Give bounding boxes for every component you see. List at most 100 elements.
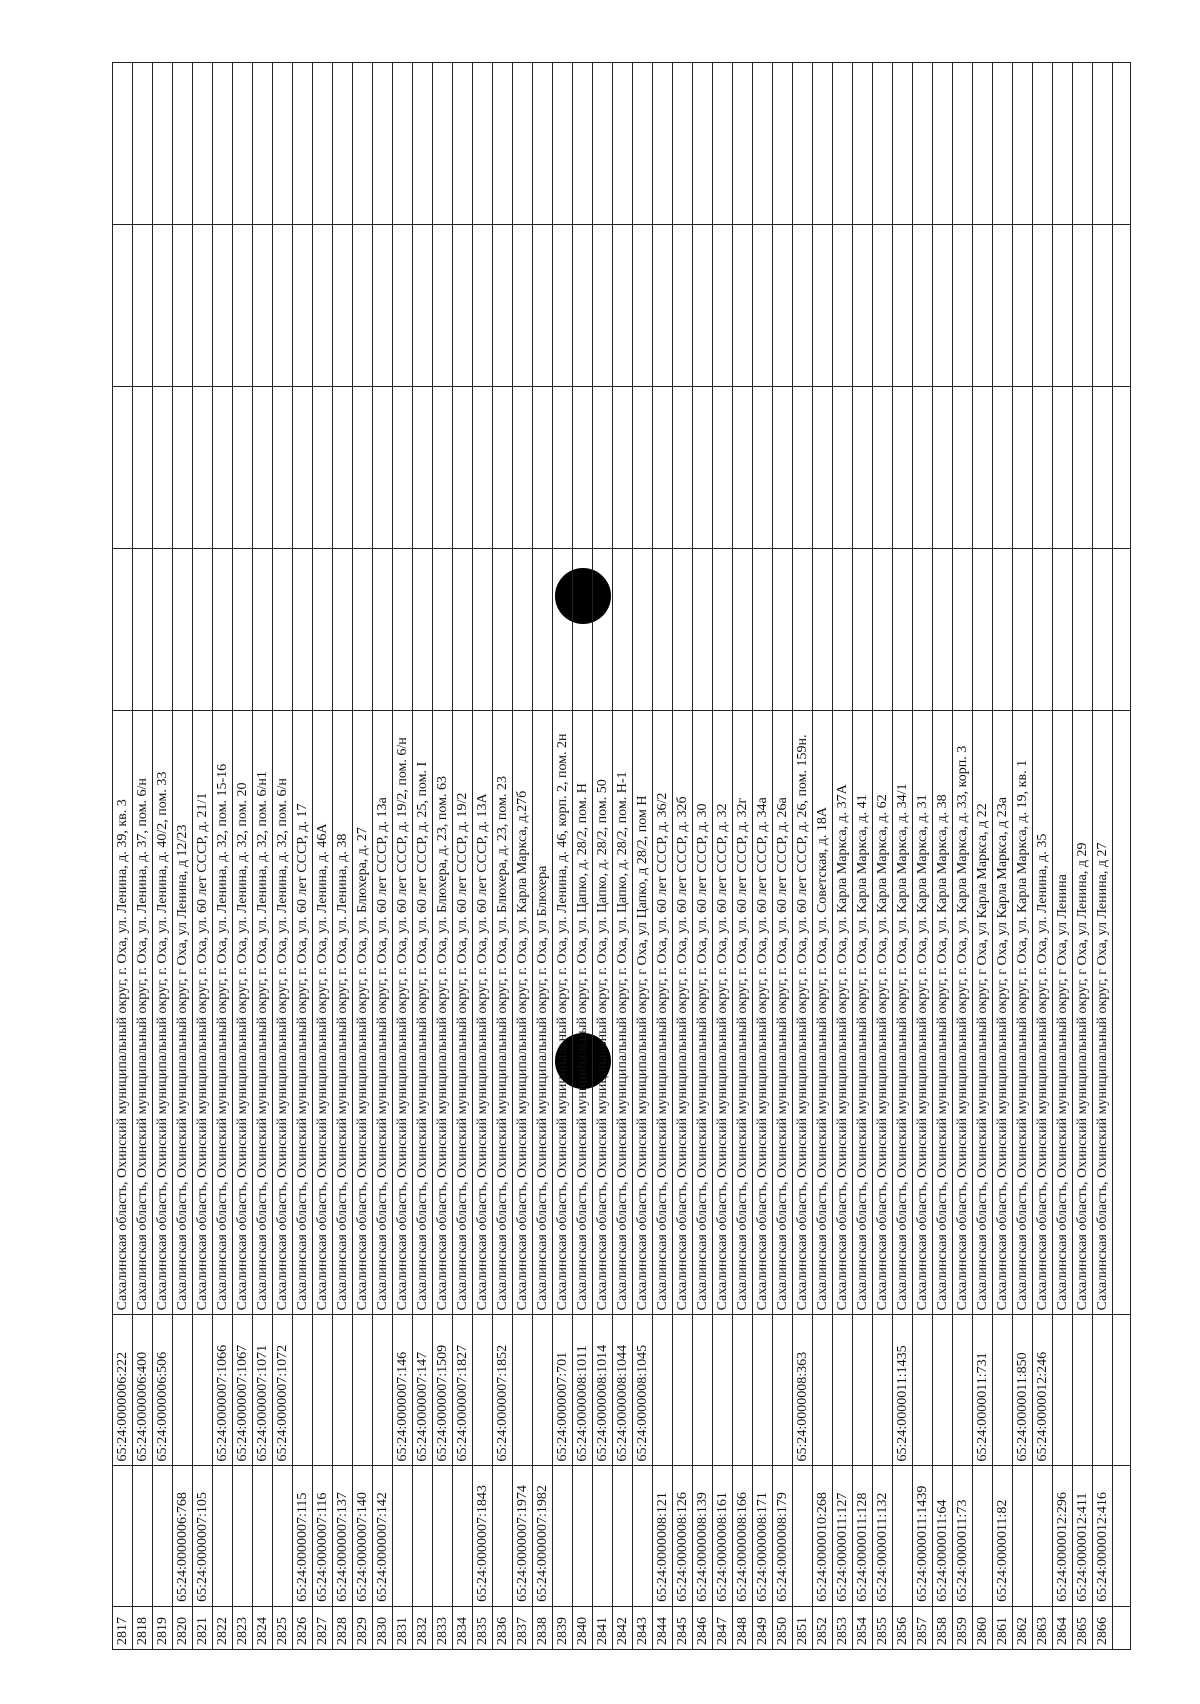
empty-cell	[992, 62, 1013, 225]
empty-cell	[1072, 62, 1093, 225]
row-number-cell: 2830	[372, 1606, 393, 1650]
empty-cell	[912, 548, 933, 711]
address-cell: Сахалинская область, Охинский муниципаль…	[392, 710, 413, 1315]
empty-cell	[912, 224, 933, 387]
empty-cell	[592, 62, 613, 225]
empty-cell	[532, 548, 553, 711]
row-number-cell: 2821	[192, 1606, 213, 1650]
empty-cell	[552, 62, 573, 225]
empty-cell	[132, 548, 153, 711]
row-number-cell: 2837	[512, 1606, 533, 1650]
row-number-cell: 2829	[352, 1606, 373, 1650]
address-cell: Сахалинская область, Охинский муниципаль…	[192, 710, 213, 1315]
cadastral-number-cell	[972, 1465, 993, 1607]
empty-cell	[792, 224, 813, 387]
row-number-cell: 2861	[992, 1606, 1013, 1650]
address-cell: Сахалинская область, Охинский муниципаль…	[732, 710, 753, 1315]
empty-cell	[512, 62, 533, 225]
empty-cell	[692, 386, 713, 549]
empty-cell	[172, 548, 193, 711]
empty-cell	[932, 224, 953, 387]
empty-cell	[832, 548, 853, 711]
cadastral-number-alt-cell: 65:24:0000007:147	[412, 1314, 433, 1466]
empty-cell	[632, 386, 653, 549]
empty-cell	[1012, 548, 1033, 711]
empty-cell	[812, 62, 833, 225]
cadastral-number-alt-cell	[472, 1314, 493, 1466]
empty-cell	[512, 224, 533, 387]
empty-cell	[272, 548, 293, 711]
empty-cell	[472, 224, 493, 387]
address-cell: Сахалинская область, Охинский муниципаль…	[232, 710, 253, 1315]
cadastral-number-alt-cell	[672, 1314, 693, 1466]
empty-cell	[652, 386, 673, 549]
cadastral-number-alt-cell: 65:24:0000007:1066	[212, 1314, 233, 1466]
row-number-cell: 2857	[912, 1606, 933, 1650]
cadastral-number-alt-cell: 65:24:0000007:1067	[232, 1314, 253, 1466]
cadastral-number-cell	[632, 1465, 653, 1607]
row-number-cell: 2831	[392, 1606, 413, 1650]
cadastral-number-cell: 65:24:0000008:139	[692, 1465, 713, 1607]
address-cell: Сахалинская область, Охинский муниципаль…	[352, 710, 373, 1315]
empty-cell	[672, 224, 693, 387]
address-cell: Сахалинская область, Охинский муниципаль…	[272, 710, 293, 1315]
empty-cell	[692, 224, 713, 387]
row-number-cell: 2860	[972, 1606, 993, 1650]
empty-cell	[952, 548, 973, 711]
cadastral-number-cell	[552, 1465, 573, 1607]
cadastral-number-cell	[1032, 1465, 1053, 1607]
address-cell: Сахалинская область, Охинский муниципаль…	[212, 710, 233, 1315]
empty-cell	[272, 386, 293, 549]
empty-cell	[292, 548, 313, 711]
empty-cell	[152, 548, 173, 711]
address-cell: Сахалинская область, Охинский муниципаль…	[832, 710, 853, 1315]
cadastral-number-cell: 65:24:0000011:1439	[912, 1465, 933, 1607]
address-cell: Сахалинская область, Охинский муниципаль…	[592, 710, 613, 1315]
empty-cell	[452, 62, 473, 225]
address-cell: Сахалинская область, Охинский муниципаль…	[652, 710, 673, 1315]
empty-cell	[1052, 62, 1073, 225]
row-number-cell: 2865	[1072, 1606, 1093, 1650]
empty-cell	[1112, 1314, 1131, 1466]
row-number-cell: 2839	[552, 1606, 573, 1650]
empty-cell	[352, 548, 373, 711]
cadastral-number-cell: 65:24:0000007:137	[332, 1465, 353, 1607]
empty-cell	[1112, 548, 1131, 711]
cadastral-number-alt-cell	[312, 1314, 333, 1466]
empty-cell	[272, 62, 293, 225]
empty-cell	[672, 62, 693, 225]
row-number-cell: 2822	[212, 1606, 233, 1650]
cadastral-number-alt-cell	[292, 1314, 313, 1466]
empty-cell	[192, 62, 213, 225]
address-cell: Сахалинская область, Охинский муниципаль…	[412, 710, 433, 1315]
empty-cell	[152, 62, 173, 225]
row-number-cell: 2835	[472, 1606, 493, 1650]
row-number-cell: 2859	[952, 1606, 973, 1650]
empty-cell	[912, 386, 933, 549]
empty-cell	[832, 224, 853, 387]
empty-cell	[932, 386, 953, 549]
empty-cell	[332, 548, 353, 711]
cadastral-number-cell: 65:24:0000008:121	[652, 1465, 673, 1607]
cadastral-number-alt-cell	[192, 1314, 213, 1466]
empty-cell	[432, 224, 453, 387]
empty-cell	[952, 62, 973, 225]
empty-cell	[272, 224, 293, 387]
empty-cell	[952, 386, 973, 549]
